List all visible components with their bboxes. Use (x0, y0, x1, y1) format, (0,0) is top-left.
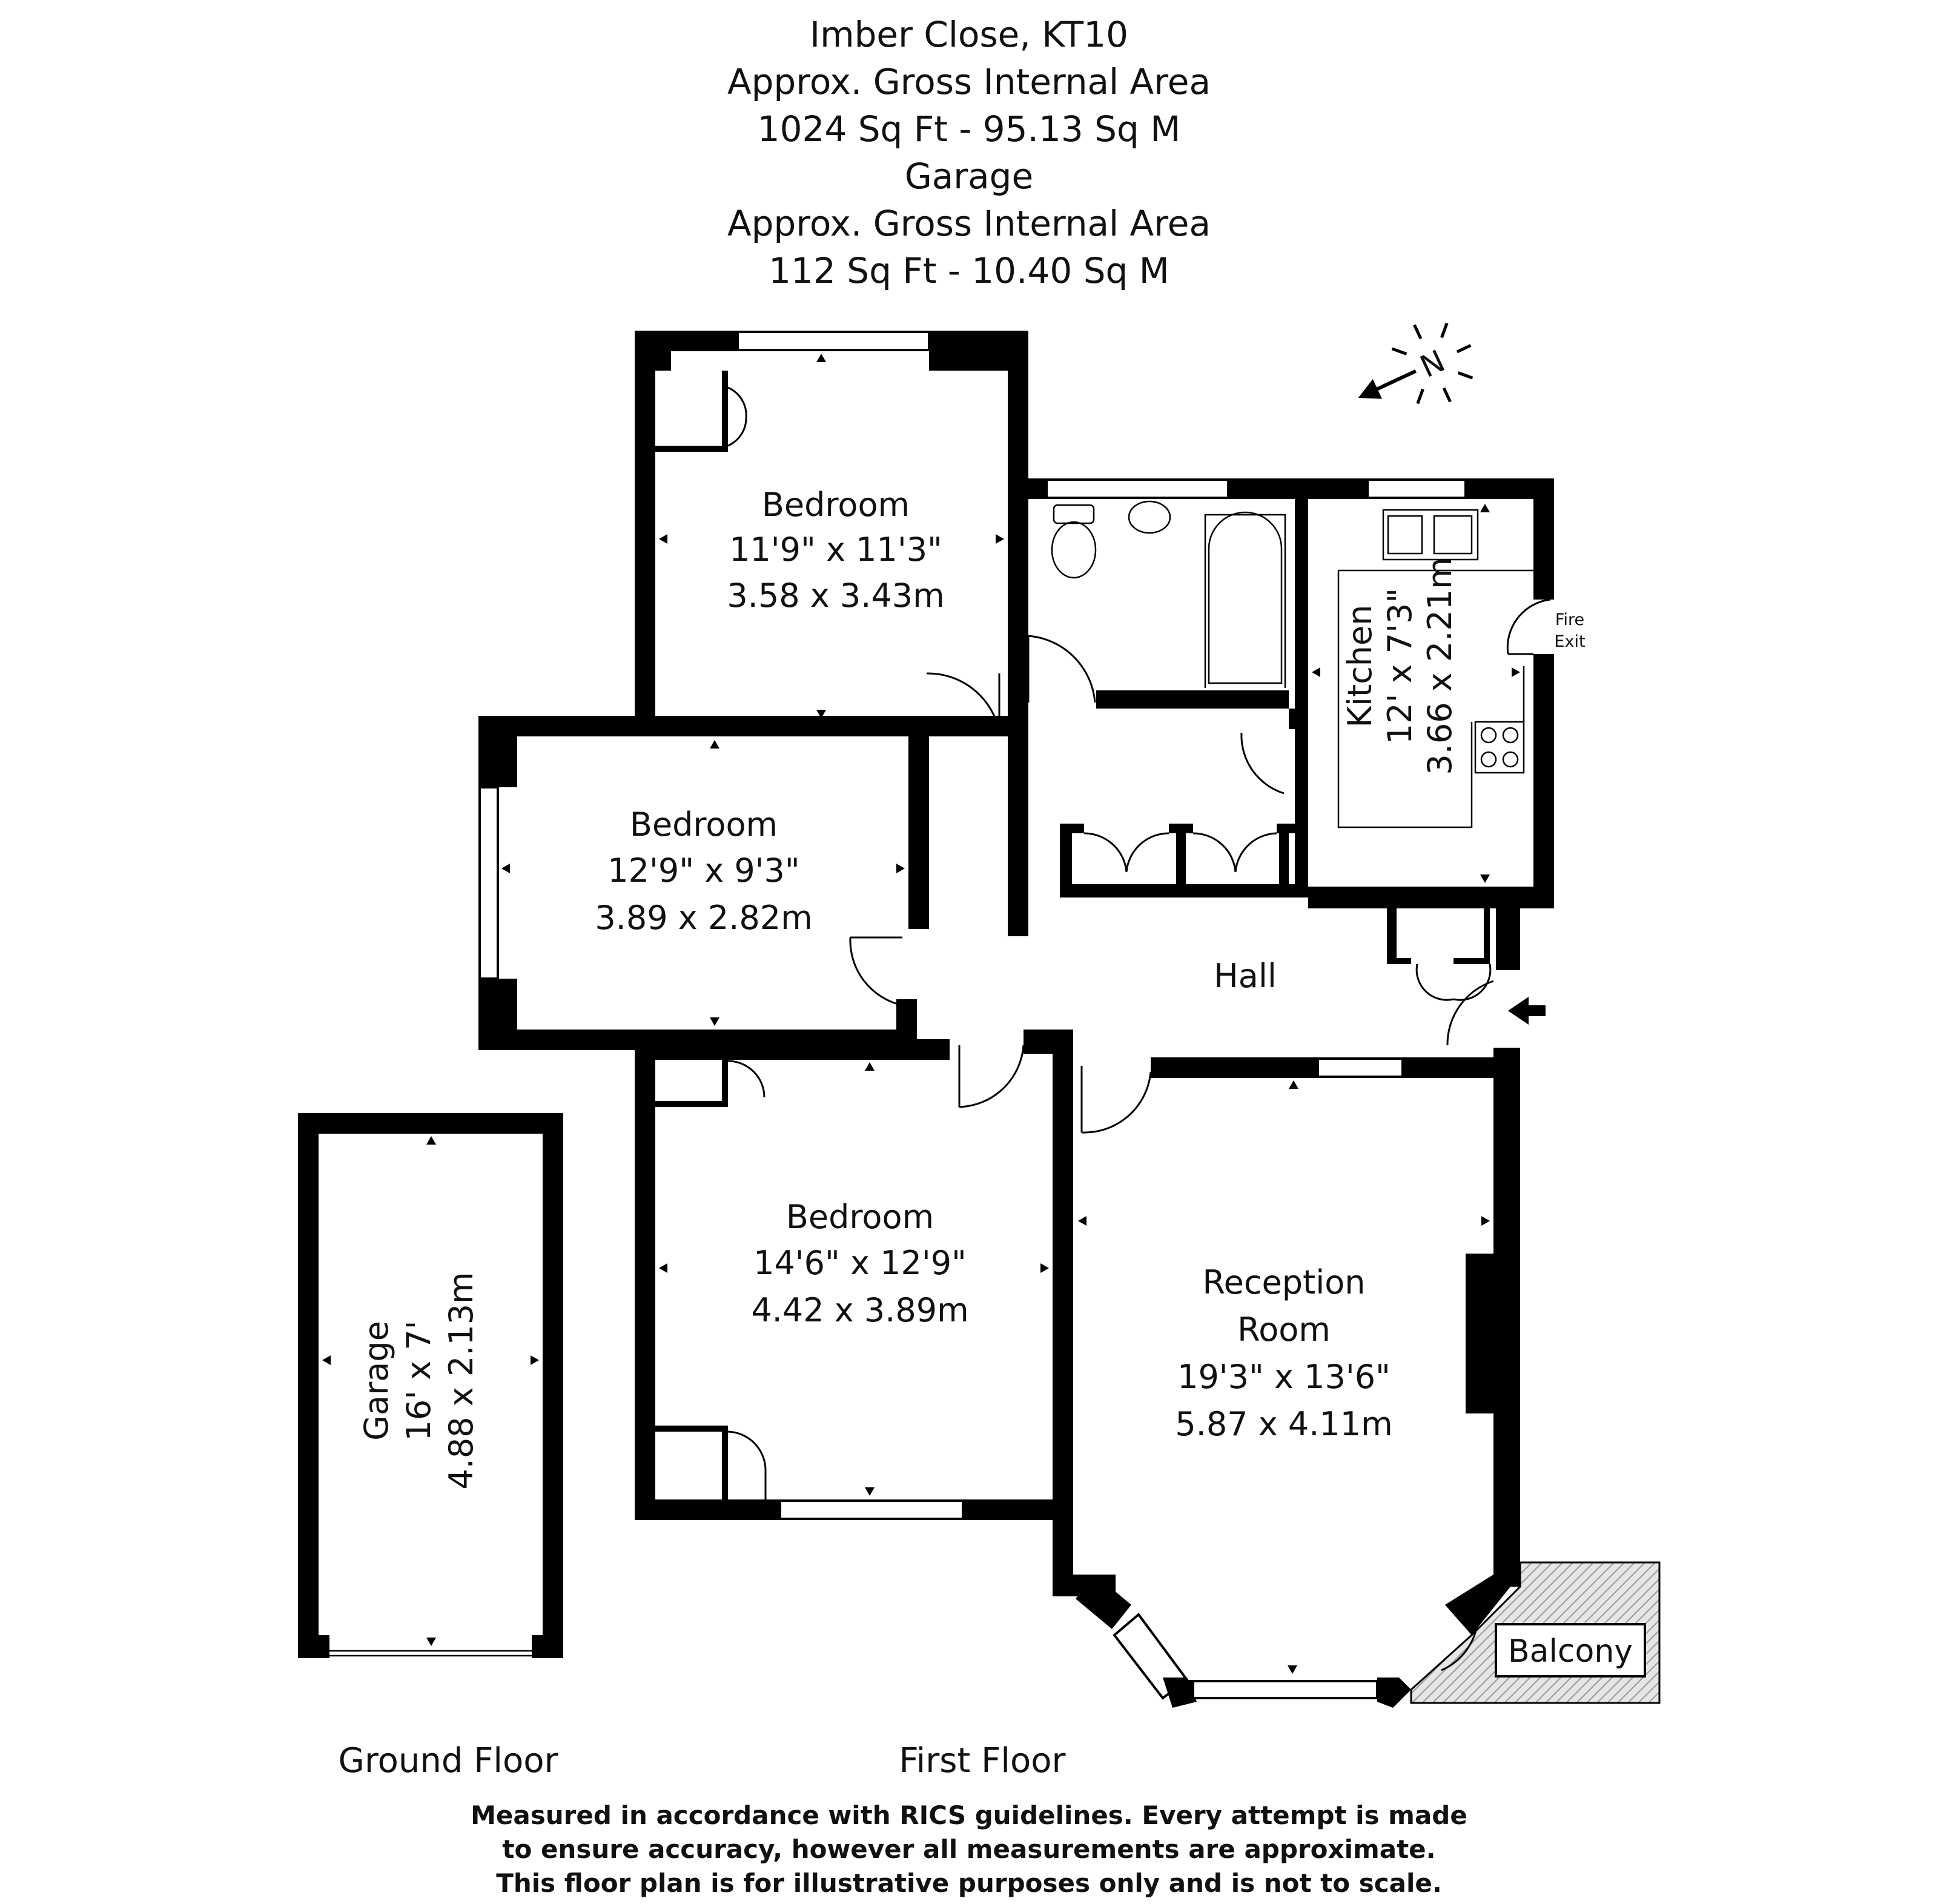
bedroom3-name: Bedroom (786, 1198, 934, 1236)
reception-metric: 5.87 x 4.11m (1175, 1405, 1392, 1443)
reception-name1: Reception (1203, 1263, 1366, 1301)
bedroom1-name: Bedroom (762, 486, 910, 524)
garage-gia-label: Approx. Gross Internal Area (727, 203, 1211, 244)
fire-exit-line2: Exit (1554, 632, 1585, 651)
gia-value: 1024 Sq Ft - 95.13 Sq M (757, 108, 1181, 150)
garage-name: Garage (357, 1321, 395, 1441)
hall-name: Hall (1214, 957, 1277, 995)
garage-heading: Garage (904, 156, 1034, 197)
garage-gia-value: 112 Sq Ft - 10.40 Sq M (769, 250, 1169, 291)
bedroom2-name: Bedroom (630, 805, 778, 844)
first-floor-walls (478, 331, 1554, 1708)
garage-imperial: 16' x 7' (400, 1320, 438, 1441)
reception-name2: Room (1237, 1311, 1331, 1349)
bedroom3-imperial: 14'6" x 12'9" (753, 1244, 967, 1282)
ground-floor-label: Ground Floor (338, 1741, 558, 1780)
balcony-label: Balcony (1508, 1633, 1633, 1670)
fire-exit-line1: Fire (1555, 610, 1584, 629)
bedroom2-imperial: 12'9" x 9'3" (607, 851, 799, 890)
disclaimer-line2: to ensure accuracy, however all measurem… (502, 1834, 1436, 1864)
disclaimer-line3: This floor plan is for illustrative purp… (496, 1868, 1442, 1898)
kitchen-name: Kitchen (1341, 605, 1379, 728)
bedroom1-metric: 3.58 x 3.43m (727, 577, 944, 615)
garage-metric: 4.88 x 2.13m (442, 1272, 480, 1489)
north-arrow-icon: N (1358, 322, 1473, 405)
sink-icon (1382, 509, 1479, 561)
reception-imperial: 19'3" x 13'6" (1177, 1358, 1391, 1396)
gia-label: Approx. Gross Internal Area (727, 61, 1211, 102)
disclaimer-line1: Measured in accordance with RICS guideli… (471, 1800, 1467, 1830)
entrance-arrow-icon (1508, 997, 1546, 1025)
kitchen-imperial: 12' x 7'3" (1381, 588, 1419, 744)
doors (727, 386, 1551, 1671)
bath-icon (1208, 511, 1283, 684)
address-title: Imber Close, KT10 (809, 14, 1129, 55)
first-floor-label: First Floor (899, 1741, 1067, 1780)
basin-icon (1128, 500, 1171, 534)
fixtures (1051, 500, 1533, 828)
balcony: Balcony (1410, 1561, 1661, 1704)
toilet-icon (1053, 504, 1095, 524)
dimension-arrows (322, 354, 1520, 1674)
bedroom1-imperial: 11'9" x 11'3" (729, 531, 942, 569)
compass-label: N (1415, 343, 1450, 385)
garage-walls (298, 1113, 563, 1658)
header: Imber Close, KT10 Approx. Gross Internal… (0, 11, 1938, 294)
bedroom3-metric: 4.42 x 3.89m (751, 1291, 968, 1329)
room-labels: Bedroom 11'9" x 11'3" 3.58 x 3.43m Bedro… (338, 486, 1585, 1780)
kitchen-metric: 3.66 x 2.21m (1421, 557, 1459, 775)
hob-icon (1474, 721, 1525, 774)
footer-disclaimer: Measured in accordance with RICS guideli… (0, 1799, 1938, 1900)
bedroom2-metric: 3.89 x 2.82m (595, 899, 812, 937)
